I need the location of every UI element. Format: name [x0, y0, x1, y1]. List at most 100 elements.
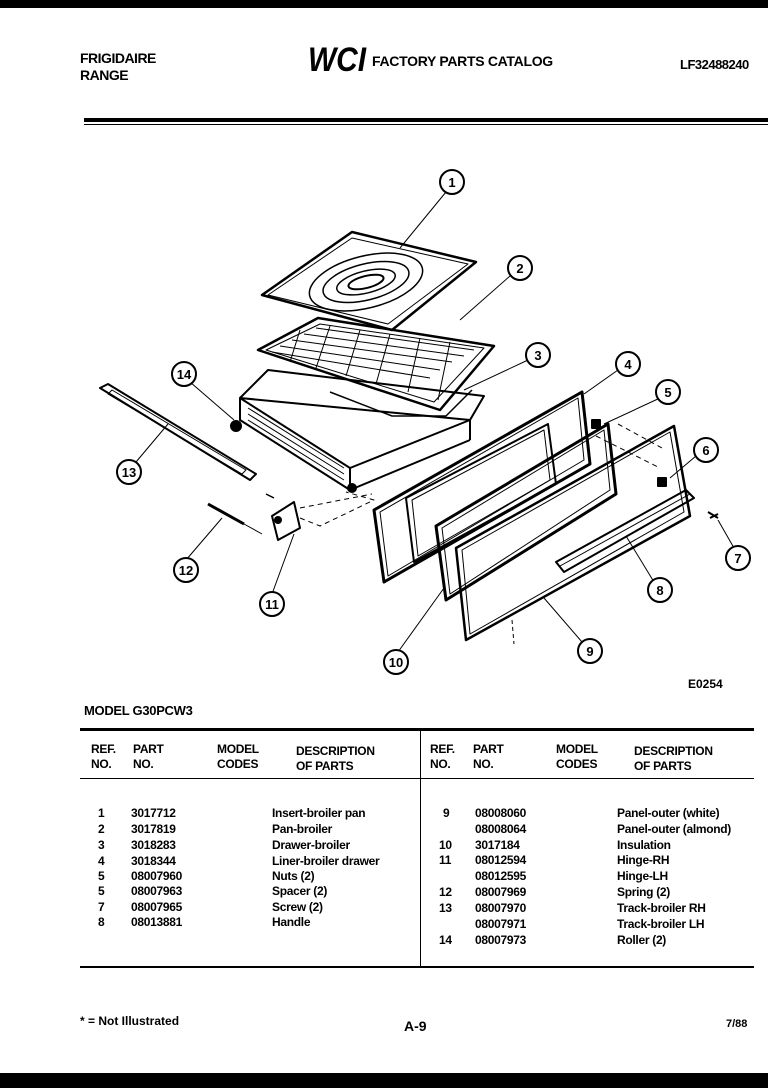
- liner-broiler-drawer: [372, 390, 592, 584]
- ref-no: 10: [439, 838, 452, 852]
- part-description: Pan-broiler: [272, 822, 333, 836]
- handle: [555, 489, 695, 573]
- table-top-rule: [80, 728, 754, 731]
- part-description: Spring (2): [617, 885, 670, 899]
- callout-leaders: [135, 191, 735, 653]
- callout-bubbles: [116, 169, 751, 675]
- callout-8: 8: [656, 583, 663, 598]
- svg-text:WCI: WCI: [308, 42, 367, 76]
- product-name: RANGE: [80, 67, 129, 83]
- ref-no: 8: [98, 915, 105, 929]
- callout-9: 9: [586, 644, 593, 659]
- part-no: 08008064: [475, 822, 526, 836]
- part-no: 08012595: [475, 869, 526, 883]
- part-description: Hinge-RH: [617, 853, 670, 867]
- table-divider: [420, 731, 421, 966]
- part-no: 3017819: [131, 822, 176, 836]
- spring: [207, 502, 245, 526]
- part-no: 08007963: [131, 884, 182, 898]
- callout-numbers: 1 2 3 4 5 6 7 8 9 10 11 12 13 14: [122, 175, 742, 670]
- part-no: 08007973: [475, 933, 526, 947]
- table-bottom-rule: [80, 966, 754, 968]
- not-illustrated-note: * = Not Illustrated: [80, 1014, 180, 1028]
- part-no: 08007960: [131, 869, 182, 883]
- callout-4: 4: [624, 357, 632, 372]
- page-number: A-9: [404, 1018, 427, 1034]
- bottom-border: [0, 1073, 768, 1088]
- callout-2: 2: [516, 261, 523, 276]
- callout-3: 3: [534, 348, 541, 363]
- part-description: Liner-broiler drawer: [272, 854, 380, 868]
- top-border: [0, 0, 768, 8]
- part-description: Drawer-broiler: [272, 838, 350, 852]
- ref-no: 11: [439, 853, 452, 867]
- part-description: Insert-broiler pan: [272, 806, 366, 820]
- part-no: 08007969: [475, 885, 526, 899]
- part-description: Nuts (2): [272, 869, 315, 883]
- part-no: 3017712: [131, 806, 176, 820]
- insulation-panel: [405, 422, 618, 602]
- ref-no: 1: [98, 806, 105, 820]
- ref-no: 13: [439, 901, 452, 915]
- brand-name: FRIGIDAIRE: [80, 50, 156, 66]
- part-description: Spacer (2): [272, 884, 328, 898]
- part-description: Panel-outer (white): [617, 806, 720, 820]
- part-description: Hinge-LH: [617, 869, 668, 883]
- part-description: Screw (2): [272, 900, 323, 914]
- callout-1: 1: [448, 175, 455, 190]
- callout-12: 12: [179, 563, 193, 578]
- ref-no: 7: [98, 900, 105, 914]
- part-description: Track-broiler LH: [617, 917, 705, 931]
- hinge: [265, 493, 301, 541]
- catalog-code: LF32488240: [680, 57, 749, 72]
- callout-13: 13: [122, 465, 136, 480]
- part-description: Handle: [272, 915, 311, 929]
- exploded-parts-diagram: 1 2 3 4 5 6 7 8 9 10 11 12 13 14: [99, 169, 751, 675]
- part-no: 3017184: [475, 838, 520, 852]
- ref-no: 14: [439, 933, 452, 947]
- insert-broiler-pan: [260, 230, 478, 332]
- header-rule: [84, 118, 768, 122]
- part-no: 08013881: [131, 915, 182, 929]
- part-no: 08007970: [475, 901, 526, 915]
- part-no: 3018344: [131, 854, 176, 868]
- callout-7: 7: [734, 551, 741, 566]
- callout-6: 6: [702, 443, 709, 458]
- part-no: 08012594: [475, 853, 526, 867]
- part-description: Insulation: [617, 838, 671, 852]
- ref-no: 9: [443, 806, 450, 820]
- ref-no-header-right: REF.NO.: [430, 742, 455, 771]
- assembly-lines: [299, 423, 663, 527]
- drawer-broiler: [230, 369, 485, 493]
- ref-no: 4: [98, 854, 105, 868]
- header-rule-thin: [84, 124, 768, 125]
- model-label: MODEL G30PCW3: [84, 703, 193, 718]
- part-no: 08008060: [475, 806, 526, 820]
- part-no: 3018283: [131, 838, 176, 852]
- callout-10: 10: [389, 655, 403, 670]
- ref-no-header: REF.NO.: [91, 742, 116, 771]
- callout-11: 11: [265, 597, 279, 612]
- callout-14: 14: [177, 367, 192, 382]
- ref-no: 2: [98, 822, 105, 836]
- part-description: Roller (2): [617, 933, 667, 947]
- part-no: 08007971: [475, 917, 526, 931]
- ref-no: 3: [98, 838, 105, 852]
- track-broiler: [99, 383, 257, 481]
- part-description: Panel-outer (almond): [617, 822, 732, 836]
- panel-outer: [454, 424, 692, 645]
- revision-date: 7/88: [726, 1018, 748, 1030]
- ref-no: 5: [98, 884, 105, 898]
- wci-logo: WCI: [308, 42, 367, 76]
- part-no: 08007965: [131, 900, 182, 914]
- nut: [657, 477, 667, 487]
- catalog-title: FACTORY PARTS CATALOG: [372, 53, 553, 69]
- part-description: Track-broiler RH: [617, 901, 706, 915]
- screw: [707, 511, 719, 519]
